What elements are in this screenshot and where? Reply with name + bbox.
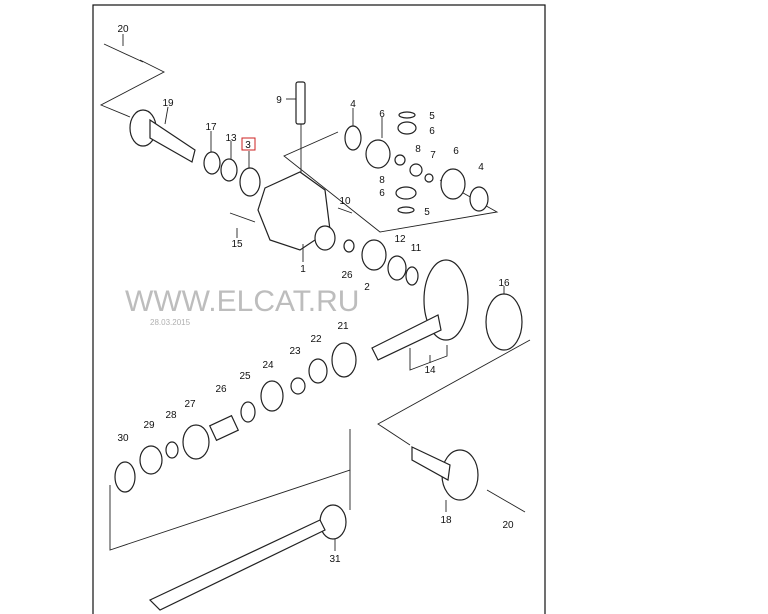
label-8[interactable]: 8 [415, 144, 421, 155]
label-6[interactable]: 6 [453, 146, 459, 157]
label-30[interactable]: 30 [117, 433, 129, 444]
label-3-highlighted[interactable]: 3 [245, 140, 251, 151]
label-26[interactable]: 26 [341, 270, 353, 281]
label-22[interactable]: 22 [310, 334, 322, 345]
label-27[interactable]: 27 [184, 399, 196, 410]
parts [103, 34, 526, 611]
label-6[interactable]: 6 [429, 126, 435, 137]
label-21[interactable]: 21 [337, 321, 349, 332]
label-8[interactable]: 8 [379, 175, 385, 186]
label-4[interactable]: 4 [478, 162, 484, 173]
label-5[interactable]: 5 [429, 111, 435, 122]
label-1[interactable]: 1 [300, 264, 306, 275]
label-29[interactable]: 29 [143, 420, 155, 431]
label-6[interactable]: 6 [379, 109, 385, 120]
label-12[interactable]: 12 [394, 234, 406, 245]
label-10[interactable]: 10 [339, 196, 351, 207]
label-11[interactable]: 11 [411, 243, 422, 254]
label-23[interactable]: 23 [289, 346, 301, 357]
highlight-box [241, 137, 256, 151]
label-24[interactable]: 24 [262, 360, 274, 371]
label-9[interactable]: 9 [276, 95, 282, 106]
diagram-frame [92, 4, 546, 614]
label-17[interactable]: 17 [205, 122, 217, 133]
label-6[interactable]: 6 [379, 188, 385, 199]
label-5[interactable]: 5 [424, 207, 430, 218]
date-watermark: 28.03.2015 [150, 318, 191, 327]
callout-labels: 20 19 17 13 3 9 4 6 5 6 8 7 6 4 8 6 5 10… [117, 24, 514, 565]
label-13[interactable]: 13 [225, 133, 237, 144]
label-16[interactable]: 16 [498, 278, 510, 289]
label-18[interactable]: 18 [440, 515, 452, 526]
label-20[interactable]: 20 [117, 24, 129, 35]
label-7[interactable]: 7 [430, 150, 436, 161]
label-31[interactable]: 31 [329, 554, 341, 565]
label-28[interactable]: 28 [165, 410, 177, 421]
label-19[interactable]: 19 [162, 98, 174, 109]
watermark-text: WWW.ELCAT.RU [125, 285, 359, 318]
label-15[interactable]: 15 [231, 239, 243, 250]
label-2[interactable]: 2 [364, 282, 370, 293]
label-20[interactable]: 20 [502, 520, 514, 531]
label-26[interactable]: 26 [215, 384, 227, 395]
label-25[interactable]: 25 [239, 371, 251, 382]
label-4[interactable]: 4 [350, 99, 356, 110]
label-14[interactable]: 14 [424, 365, 436, 376]
